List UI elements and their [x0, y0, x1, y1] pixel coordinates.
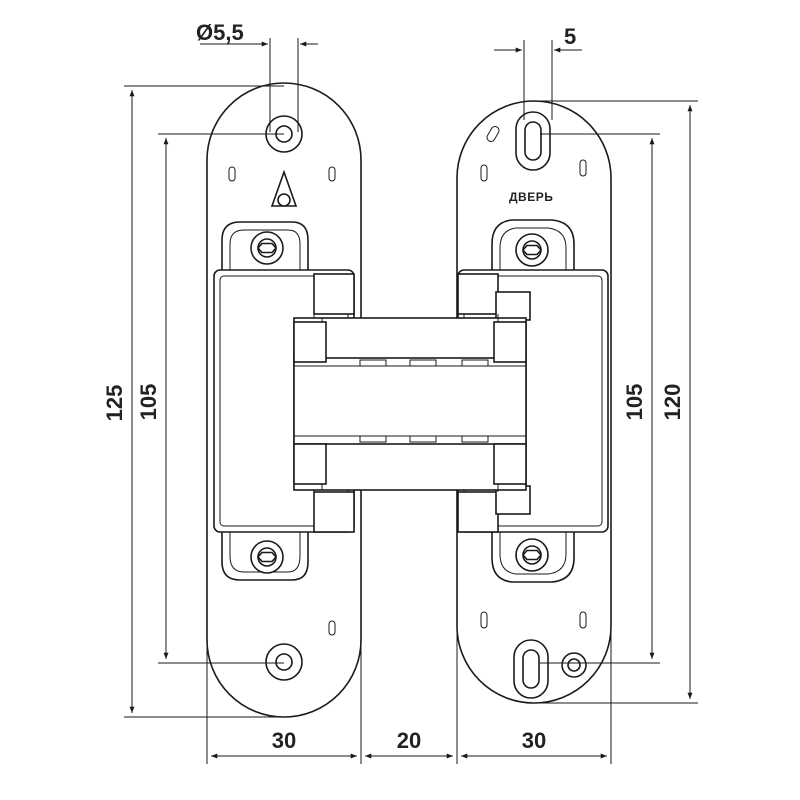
dimension-mount-spacing-left: 105	[136, 133, 284, 664]
door-label: ДВЕРЬ	[509, 190, 553, 204]
triangle-marker-icon	[270, 169, 298, 207]
left-mounting-plate	[206, 82, 362, 718]
slot-right-d	[480, 611, 488, 629]
total-height-left-label: 125	[102, 385, 127, 422]
central-hinge-linkage	[293, 317, 527, 491]
slot-width-label: 5	[564, 24, 576, 49]
upper-bracket-left	[221, 221, 309, 282]
dimension-total-height-right: 120	[534, 100, 698, 704]
dimension-hole-diameter: Ø5,5	[196, 20, 318, 132]
slot-right-e	[579, 611, 587, 629]
mount-spacing-left-label: 105	[136, 384, 161, 421]
slot-left-c	[328, 620, 336, 636]
bottom-mounting-hole-left	[265, 643, 303, 681]
slot-right-c	[579, 159, 587, 177]
gap-label: 20	[397, 728, 421, 753]
width-right-label: 30	[522, 728, 546, 753]
bottom-round-hole-right	[561, 652, 587, 678]
dimension-total-height-left: 125	[102, 85, 284, 718]
mount-spacing-right-label: 105	[622, 384, 647, 421]
slot-left-b	[328, 166, 336, 182]
slot-left-a	[228, 166, 236, 182]
bottom-adjust-slot-right	[513, 639, 549, 699]
width-left-label: 30	[272, 728, 296, 753]
dimension-slot-width: 5	[494, 24, 582, 120]
slot-right-a	[486, 126, 500, 142]
top-adjust-slot-right	[515, 111, 551, 171]
lower-bracket-left	[221, 518, 309, 581]
total-height-right-label: 120	[660, 384, 685, 421]
hole-diameter-label: Ø5,5	[196, 20, 244, 45]
dimension-bottom-widths: 30 20 30	[206, 626, 612, 764]
slot-right-b	[480, 164, 488, 182]
dimension-mount-spacing-right: 105	[540, 133, 660, 664]
